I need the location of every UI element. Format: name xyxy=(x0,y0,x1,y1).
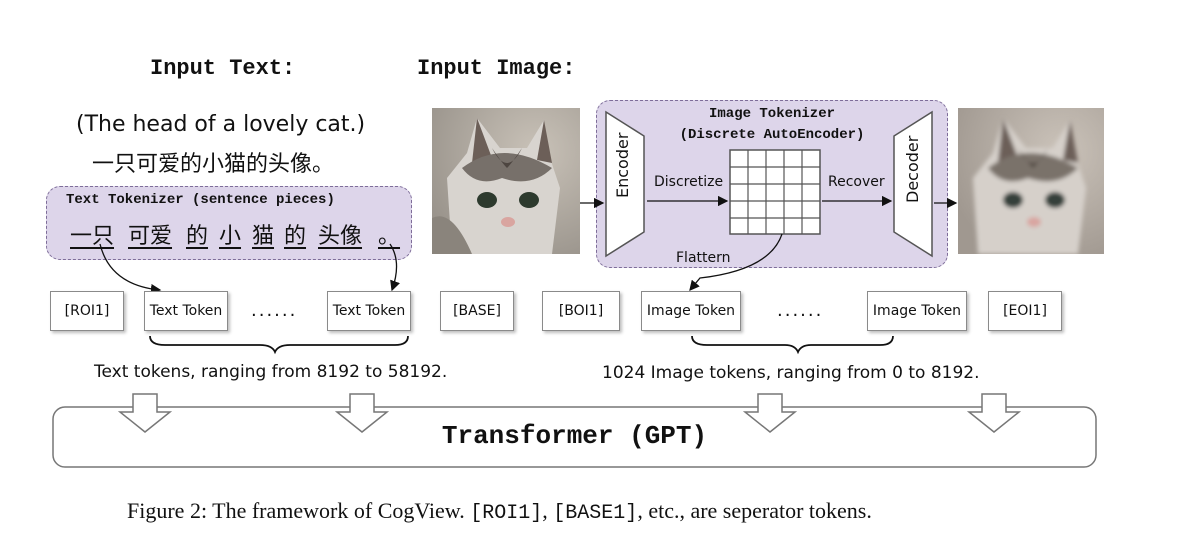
image-token-ellipsis: ...... xyxy=(777,300,824,321)
encoder-shape xyxy=(605,110,645,258)
token-roi1: [ROI1] xyxy=(50,291,124,331)
sentence-piece: 小 xyxy=(219,224,242,249)
decoder-shape xyxy=(893,110,933,258)
encoder-label: Encoder xyxy=(613,132,632,198)
flattern-label: Flattern xyxy=(676,250,731,266)
text-tokenizer-title: Text Tokenizer (sentence pieces) xyxy=(66,192,335,208)
discretize-label: Discretize xyxy=(654,174,724,190)
sentence-piece: 可爱 xyxy=(128,224,173,249)
input-text-heading: Input Text: xyxy=(150,56,296,81)
sentence-piece: 。 xyxy=(378,224,401,249)
caption-code-roi1: [ROI1] xyxy=(470,502,543,525)
text-tokenizer-panel xyxy=(46,186,412,260)
text-token-arrow-2 xyxy=(389,243,400,292)
down-arrow-1 xyxy=(117,393,173,433)
text-range-label: Text tokens, ranging from 8192 to 58192. xyxy=(94,362,448,382)
text-token-arrow-1 xyxy=(99,243,162,295)
image-token-box-2: Image Token xyxy=(867,291,967,331)
down-arrow-3 xyxy=(742,393,798,433)
down-arrow-4 xyxy=(966,393,1022,433)
token-base: [BASE] xyxy=(440,291,514,331)
image-token-brace xyxy=(691,335,894,355)
recover-label: Recover xyxy=(828,174,885,190)
input-image-heading: Input Image: xyxy=(417,56,576,81)
token-eoi1: [EOI1] xyxy=(988,291,1062,331)
input-text-english: (The head of a lovely cat.) xyxy=(76,112,366,137)
figure-caption: Figure 2: The framework of CogView. [ROI… xyxy=(127,498,872,525)
image-tokenizer-title: Image Tokenizer xyxy=(708,106,836,122)
caption-prefix: Figure 2: The framework of CogView. xyxy=(127,498,465,523)
flattern-arrow xyxy=(689,233,783,291)
transformer-label: Transformer (GPT) xyxy=(441,421,708,451)
sentence-piece: 猫 xyxy=(252,224,275,249)
input-text-chinese: 一只可爱的小猫的头像。 xyxy=(92,152,335,177)
image-tokenizer-subtitle: (Discrete AutoEncoder) xyxy=(679,127,865,143)
output-cat-image xyxy=(958,108,1104,254)
caption-code-base1: [BASE1] xyxy=(553,502,638,525)
image-token-box-1: Image Token xyxy=(641,291,741,331)
sentence-piece: 一只 xyxy=(70,224,115,249)
down-arrow-2 xyxy=(334,393,390,433)
text-token-brace xyxy=(149,335,409,355)
text-token-box-1: Text Token xyxy=(144,291,228,331)
token-boi1: [BOI1] xyxy=(542,291,620,331)
codebook-grid xyxy=(729,149,821,235)
caption-suffix: , etc., are seperator tokens. xyxy=(637,498,872,523)
text-token-ellipsis: ...... xyxy=(251,300,298,321)
sentence-piece: 头像 xyxy=(318,224,363,249)
image-range-label: 1024 Image tokens, ranging from 0 to 819… xyxy=(602,363,980,383)
caption-separator: , xyxy=(542,498,548,523)
sentence-piece: 的 xyxy=(284,224,307,249)
text-token-box-2: Text Token xyxy=(327,291,411,331)
transformer-box xyxy=(52,406,1097,468)
sentence-piece: 的 xyxy=(186,224,209,249)
input-cat-image xyxy=(432,108,580,254)
decoder-label: Decoder xyxy=(903,135,922,203)
